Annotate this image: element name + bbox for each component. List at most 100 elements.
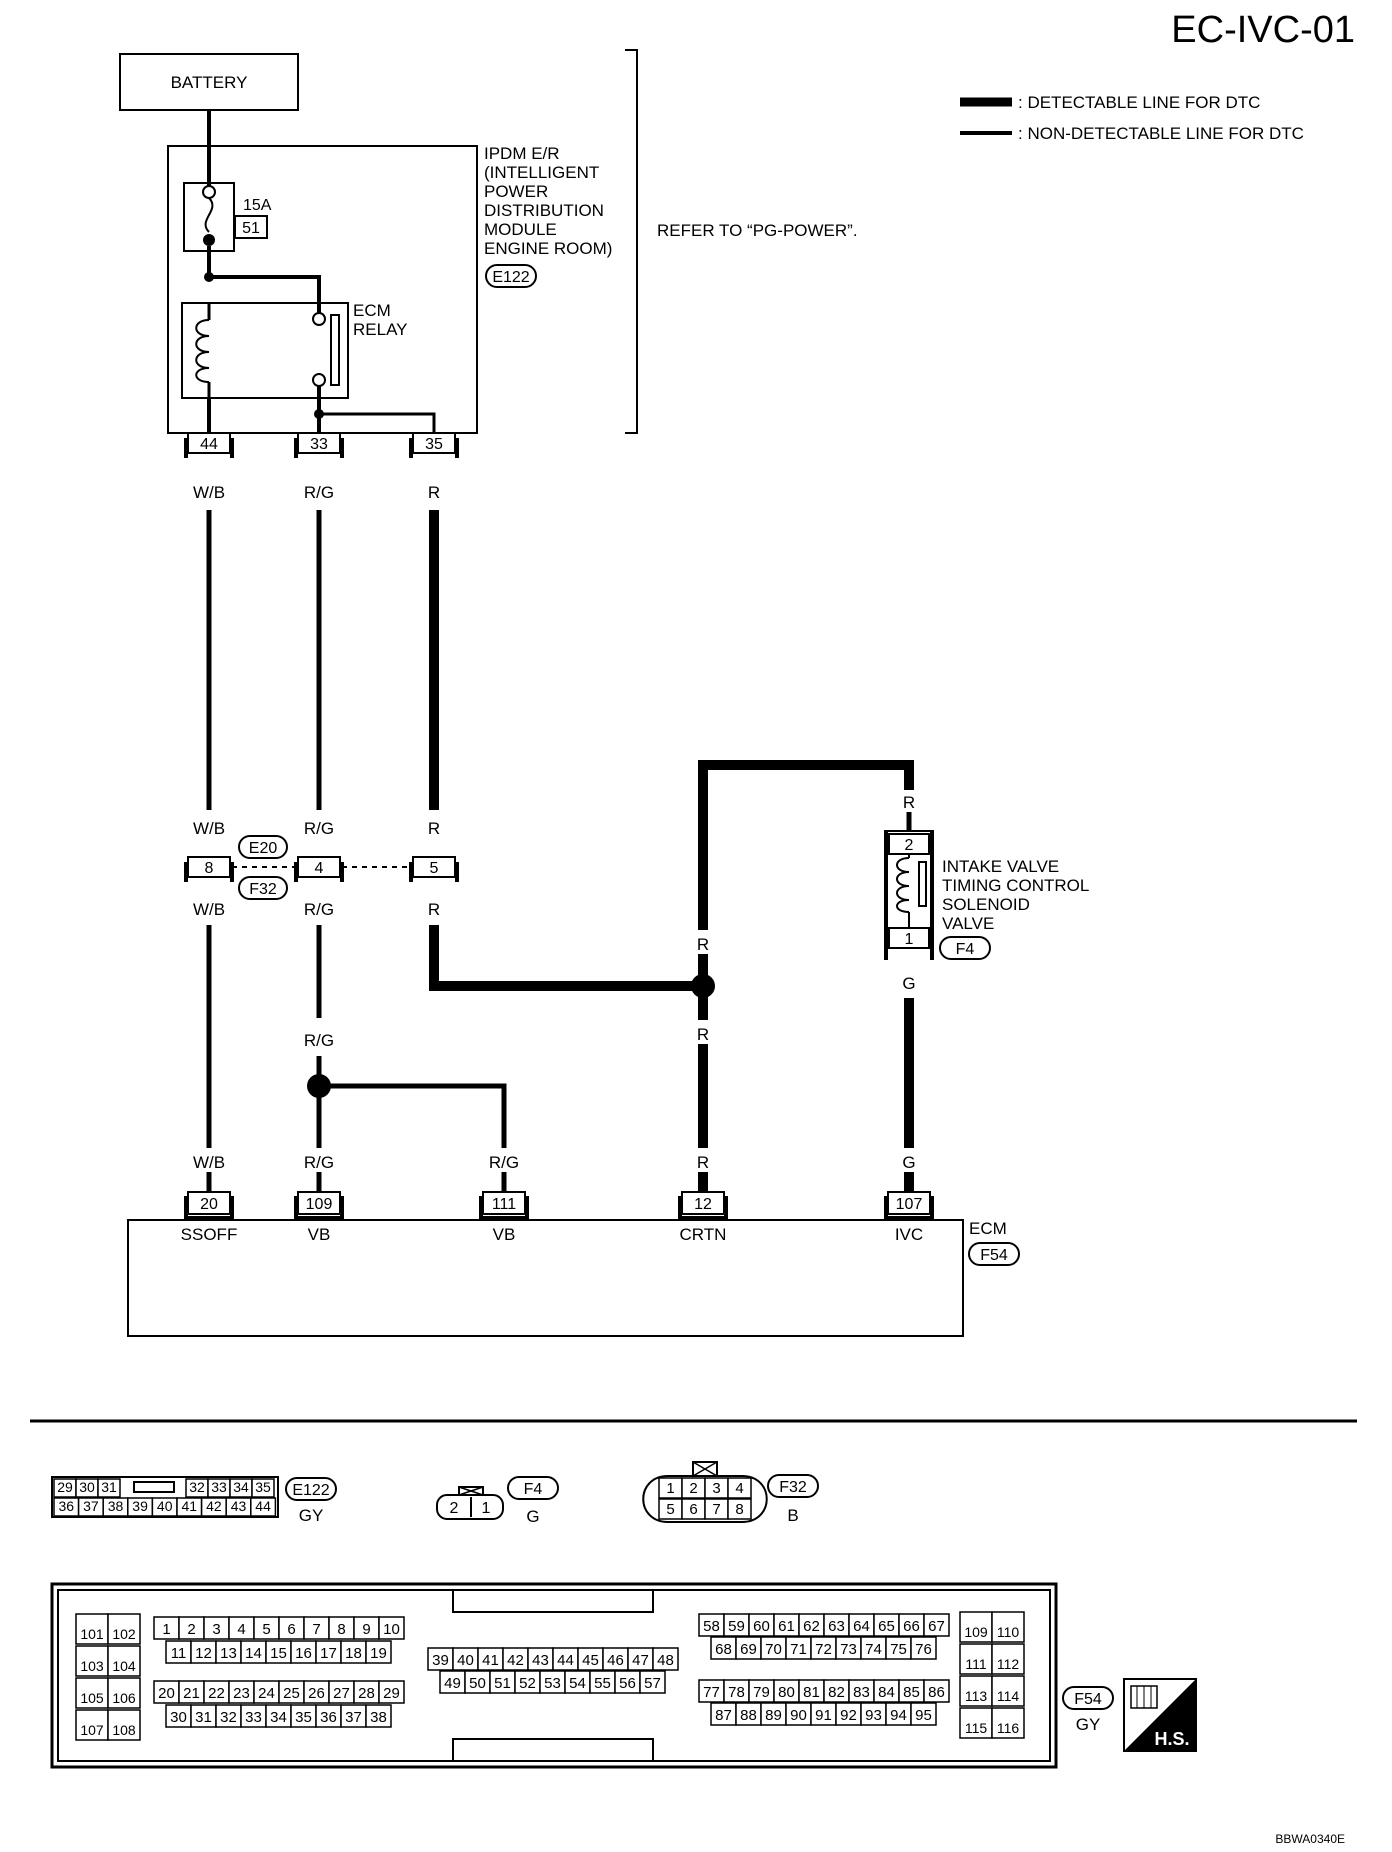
pin-label: 30 <box>79 1479 95 1495</box>
pin-label: 39 <box>132 1498 148 1514</box>
wire-label: R/G <box>304 483 334 502</box>
pin-cell <box>959 1643 993 1675</box>
pin-label: 114 <box>997 1688 1020 1704</box>
ipdm-terminal-33: 33 <box>294 432 344 458</box>
wire-label: W/B <box>193 483 225 502</box>
pin-label: 34 <box>233 1479 249 1495</box>
svg-text:B: B <box>787 1506 798 1525</box>
pin-label: 106 <box>112 1690 136 1706</box>
fuse-number: 51 <box>242 220 260 237</box>
pin-label: 46 <box>607 1652 624 1669</box>
legend: : DETECTABLE LINE FOR DTC : NON-DETECTAB… <box>960 93 1304 143</box>
pin-label: 55 <box>594 1675 611 1692</box>
pin-label: 75 <box>890 1641 907 1658</box>
svg-text:2: 2 <box>450 1500 459 1517</box>
pin-label: 33 <box>211 1479 227 1495</box>
pin-label: 42 <box>507 1652 524 1669</box>
pin-label: 70 <box>765 1641 782 1658</box>
svg-text:E122: E122 <box>292 1482 329 1499</box>
ipdm-terminal-44: 44 <box>184 432 234 458</box>
svg-text:111: 111 <box>492 1196 516 1213</box>
pin-cell <box>107 1677 141 1709</box>
pin-label: 80 <box>778 1684 795 1701</box>
pin-label: 79 <box>753 1684 770 1701</box>
pin-label: 84 <box>878 1684 895 1701</box>
svg-text:IVC: IVC <box>895 1225 923 1244</box>
solenoid-label: VALVE <box>942 914 994 933</box>
pin-cell <box>991 1707 1025 1739</box>
svg-text:1: 1 <box>482 1500 491 1517</box>
ecm-label: ECM <box>969 1219 1007 1238</box>
pin-label: 20 <box>158 1685 175 1702</box>
pin-label: 31 <box>195 1709 212 1726</box>
svg-text:VB: VB <box>308 1225 331 1244</box>
pin-cell <box>75 1709 109 1741</box>
pin-cell <box>107 1709 141 1741</box>
pin-label: 3 <box>712 1480 720 1497</box>
pin-label: 7 <box>712 1501 720 1518</box>
wire-label: R <box>903 793 915 812</box>
pin-label: 19 <box>370 1645 387 1662</box>
pin-label: 108 <box>112 1722 136 1738</box>
svg-text:5: 5 <box>430 860 439 877</box>
pin-label: 7 <box>312 1621 320 1638</box>
pin-cell <box>97 1478 121 1498</box>
pin-label: 65 <box>878 1618 895 1635</box>
pin-label: 87 <box>715 1707 732 1724</box>
pin-label: 33 <box>245 1709 262 1726</box>
pin-label: 78 <box>728 1684 745 1701</box>
pin-label: 90 <box>790 1707 807 1724</box>
svg-text:MODULE: MODULE <box>484 220 557 239</box>
svg-text:IPDM E/R: IPDM E/R <box>484 144 560 163</box>
pin-cell <box>250 1497 277 1517</box>
svg-text:F32: F32 <box>249 881 277 898</box>
wire-label: R <box>697 1025 709 1044</box>
pin-label: 42 <box>206 1498 222 1514</box>
pin-label: 5 <box>666 1501 674 1518</box>
pin-label: 38 <box>370 1709 387 1726</box>
pin-label: 44 <box>557 1652 574 1669</box>
wire-label: R/G <box>489 1153 519 1172</box>
svg-text:4: 4 <box>315 860 324 877</box>
svg-text:E122: E122 <box>492 269 529 286</box>
pin-label: 13 <box>220 1645 237 1662</box>
wire-label: W/B <box>193 1153 225 1172</box>
pin-cell <box>910 1702 937 1726</box>
refer-bracket <box>625 49 638 434</box>
pin-label: 44 <box>255 1498 271 1514</box>
solenoid-connector-tag <box>939 936 991 960</box>
connector-view-f54: F54 GY <box>50 1582 1114 1769</box>
pin-label: 22 <box>208 1685 225 1702</box>
pin-label: 59 <box>728 1618 745 1635</box>
pin-label: 24 <box>258 1685 275 1702</box>
legend-non-detectable: : NON-DETECTABLE LINE FOR DTC <box>1018 124 1304 143</box>
solenoid-valve: 2 1 <box>884 830 934 960</box>
pin-label: 39 <box>432 1652 449 1669</box>
pin-label: 81 <box>803 1684 820 1701</box>
refer-note: REFER TO “PG-POWER”. <box>657 221 858 240</box>
pin-label: 8 <box>337 1621 345 1638</box>
pin-label: 18 <box>345 1645 362 1662</box>
pin-label: 29 <box>57 1479 73 1495</box>
connector-view-f4: 2 1 F4 G <box>436 1476 559 1526</box>
pin-label: 82 <box>828 1684 845 1701</box>
pin-label: 40 <box>457 1652 474 1669</box>
svg-text:109: 109 <box>306 1196 333 1213</box>
pin-label: 105 <box>80 1690 104 1706</box>
svg-text:ENGINE ROOM): ENGINE ROOM) <box>484 239 612 258</box>
pin-label: 95 <box>915 1707 932 1724</box>
svg-text:DISTRIBUTION: DISTRIBUTION <box>484 201 604 220</box>
ecm-terminal: 111 VB <box>479 1191 529 1244</box>
pin-cell <box>365 1704 392 1728</box>
pin-label: 12 <box>195 1645 212 1662</box>
pin-label: 10 <box>383 1621 400 1638</box>
svg-text:1: 1 <box>905 931 914 948</box>
pin-cell <box>378 1616 405 1640</box>
pin-label: 88 <box>740 1707 757 1724</box>
wire-label: R <box>428 900 440 919</box>
page-code: EC-IVC-01 <box>1171 9 1355 51</box>
pin-cell <box>923 1679 950 1703</box>
pin-label: 74 <box>865 1641 882 1658</box>
pin-label: 51 <box>494 1675 511 1692</box>
relay-switch <box>330 314 340 386</box>
